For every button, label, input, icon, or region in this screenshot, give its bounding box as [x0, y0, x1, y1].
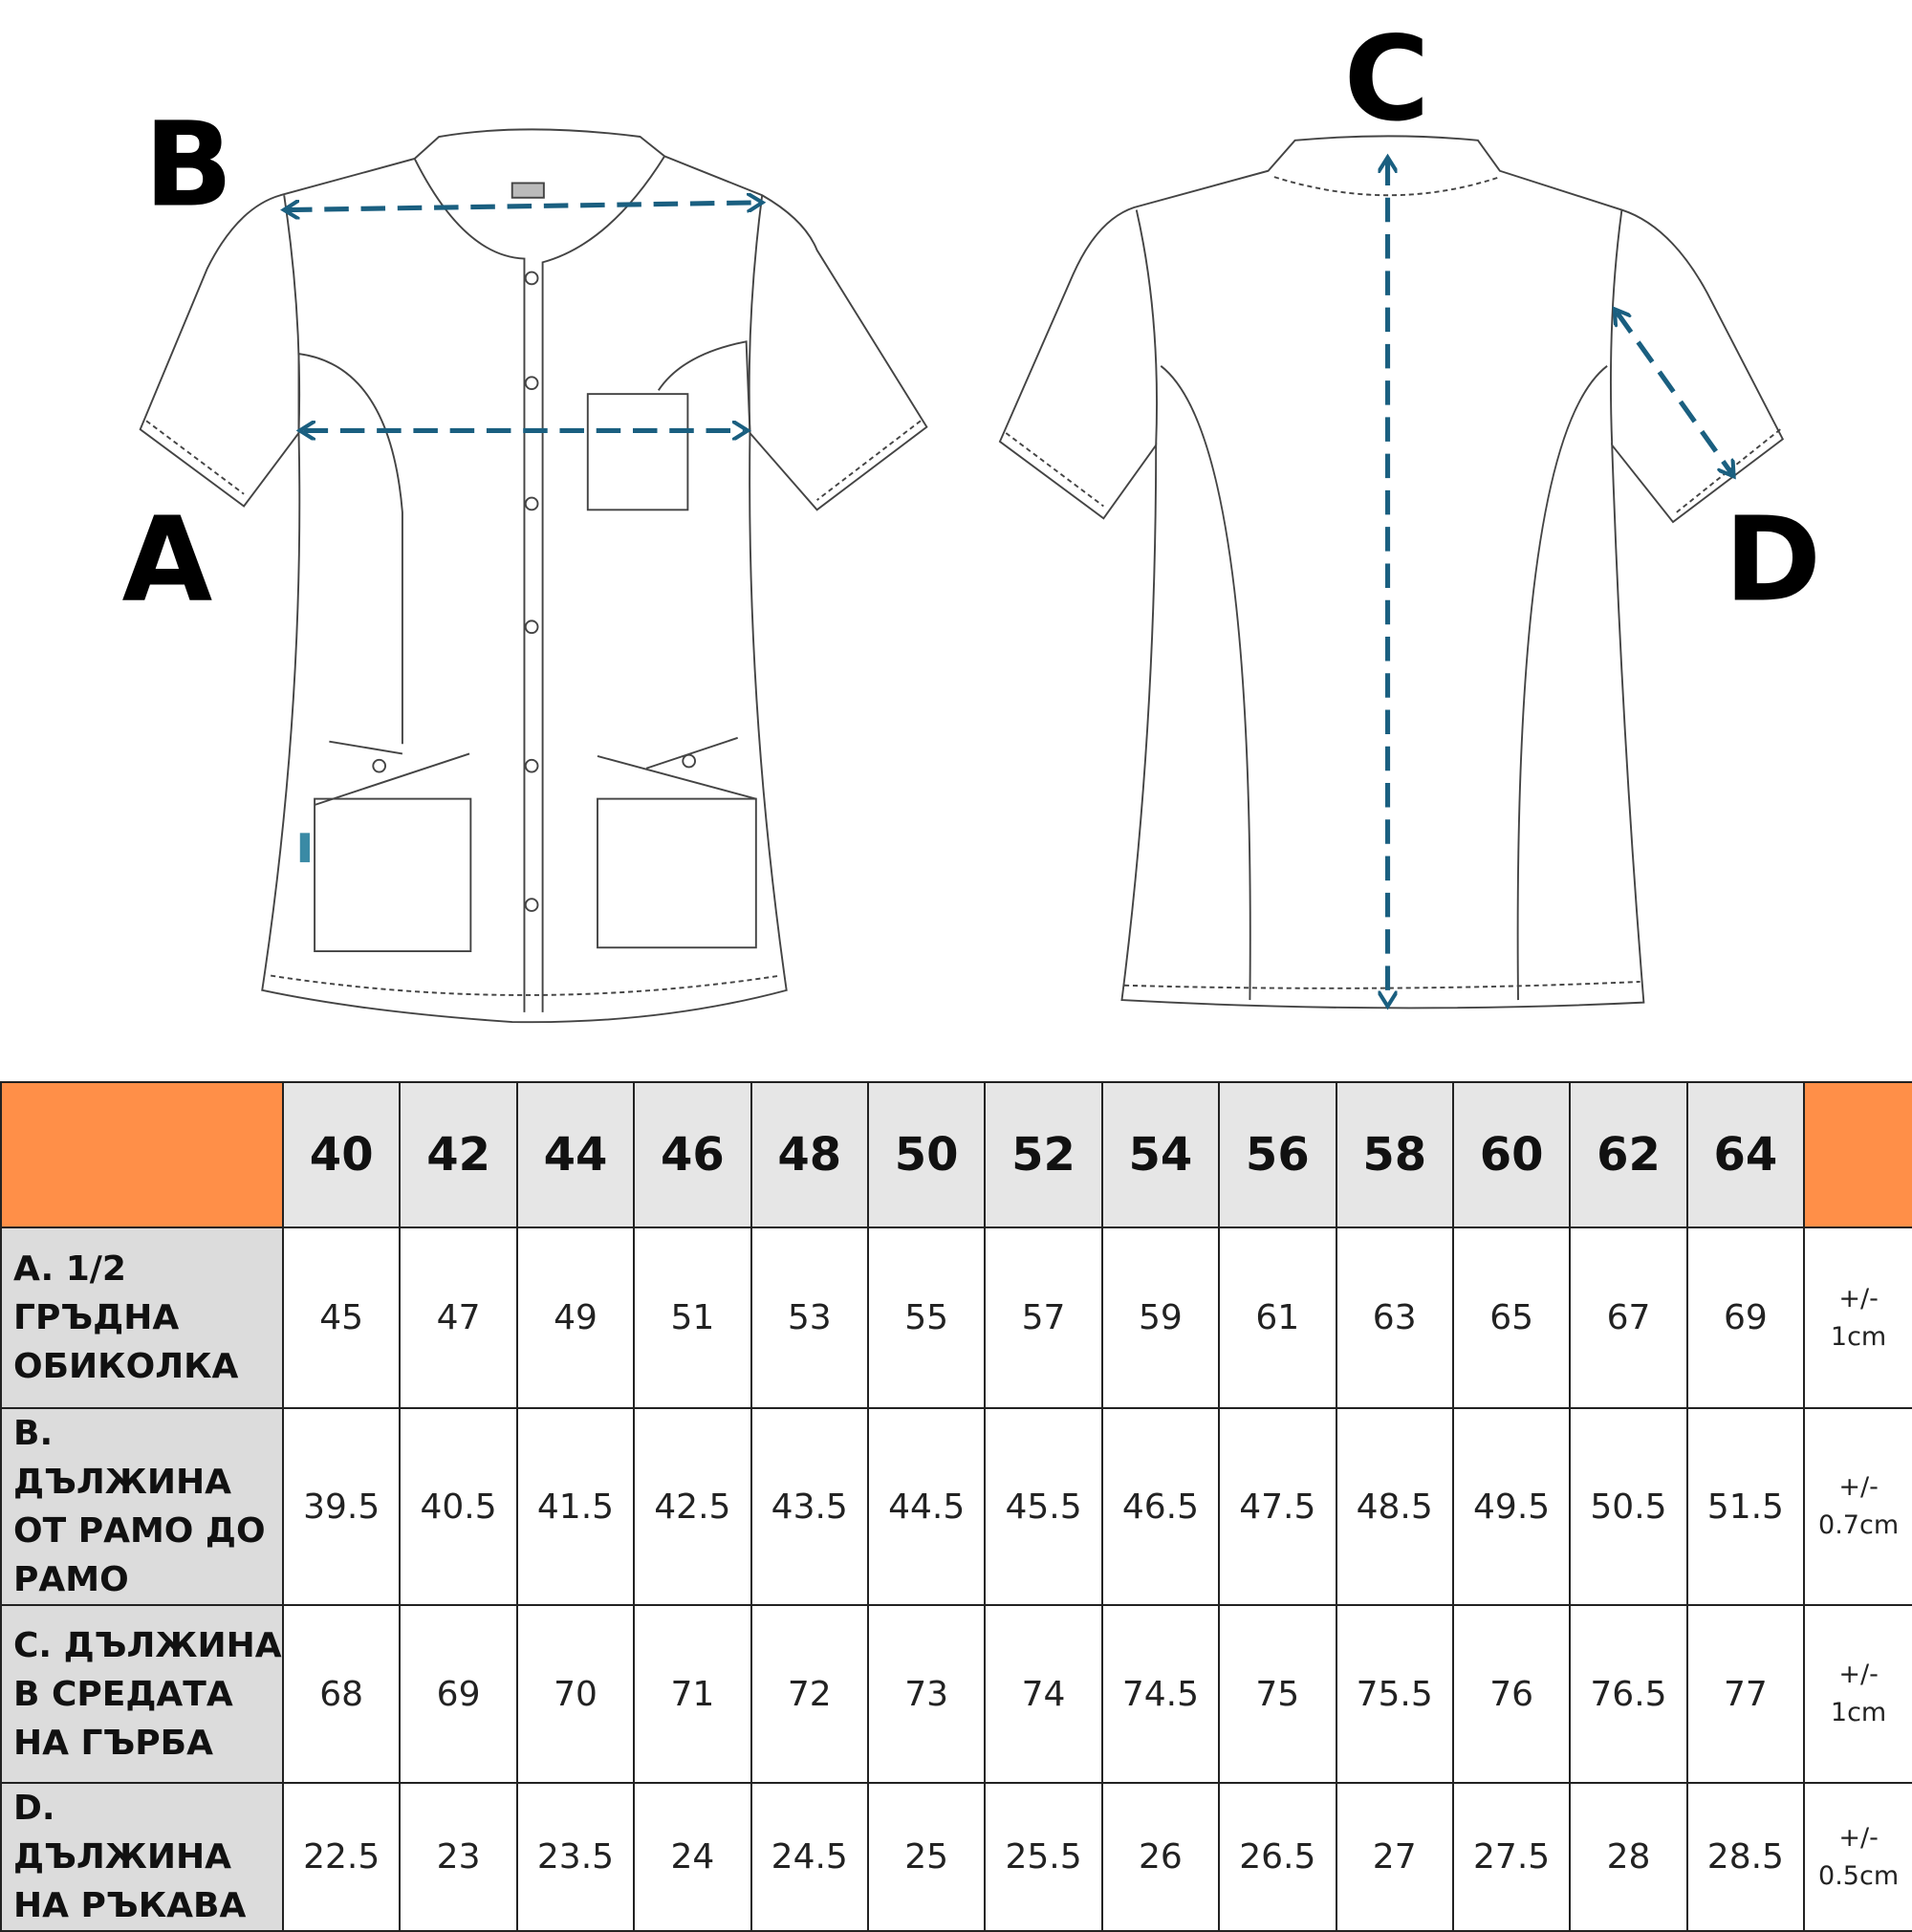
garment-diagram: B A C D [122, 11, 1822, 1024]
measurement-value: 67 [1569, 1226, 1688, 1409]
header-tolerance-cell [1803, 1081, 1912, 1228]
tolerance-amount: 1cm [1830, 1698, 1887, 1727]
tolerance-sign: +/- [1838, 1660, 1879, 1689]
measurement-value: 40.5 [399, 1407, 518, 1606]
tolerance-cell: +/- 1cm [1803, 1226, 1912, 1409]
measurement-value: 44.5 [866, 1407, 987, 1606]
measurement-value: 69 [1685, 1226, 1806, 1409]
measurement-value: 23 [399, 1782, 518, 1932]
size-header-cell: 58 [1335, 1081, 1454, 1228]
measurement-value: 45 [281, 1226, 402, 1409]
measurement-value: 45.5 [984, 1407, 1103, 1606]
measurement-value: 24.5 [750, 1782, 869, 1932]
front-tunic-drawing [139, 128, 928, 1024]
tolerance-sign: +/- [1838, 1472, 1879, 1502]
measurement-value: 25 [866, 1782, 987, 1932]
measurement-value: 74.5 [1100, 1604, 1221, 1784]
back-tunic-drawing [998, 135, 1785, 1009]
measurement-value: 48.5 [1335, 1407, 1454, 1606]
measurement-value: 74 [984, 1604, 1103, 1784]
measurement-value: 75.5 [1335, 1604, 1454, 1784]
label-b: B [144, 96, 233, 232]
measurement-value: 51.5 [1685, 1407, 1806, 1606]
measurement-value: 57 [984, 1226, 1103, 1409]
measurement-value: 25.5 [984, 1782, 1103, 1932]
tolerance-sign: +/- [1838, 1822, 1879, 1853]
measurement-value: 49 [515, 1226, 636, 1409]
size-header-cell: 56 [1218, 1081, 1337, 1228]
measurement-value: 43.5 [750, 1407, 869, 1606]
measurement-value: 71 [633, 1604, 752, 1784]
size-header-cell: 46 [633, 1081, 752, 1228]
measurement-value: 69 [399, 1604, 518, 1784]
measurement-value: 68 [281, 1604, 402, 1784]
measurement-value: 47.5 [1218, 1407, 1337, 1606]
measurement-label: D. ДЪЛЖИНА НА РЪКАВА [0, 1782, 284, 1932]
size-header-cell: 48 [750, 1081, 869, 1228]
label-c: C [1344, 11, 1430, 147]
header-corner-cell [0, 1081, 284, 1228]
tolerance-cell: +/- 0.5cm [1803, 1782, 1912, 1932]
measurement-value: 76.5 [1569, 1604, 1688, 1784]
label-d: D [1725, 491, 1822, 628]
measurement-value: 63 [1335, 1226, 1454, 1409]
size-header-cell: 52 [984, 1081, 1103, 1228]
size-header-cell: 40 [281, 1081, 402, 1228]
measurement-value: 55 [866, 1226, 987, 1409]
measurement-label: A. 1/2 ГРЪДНА ОБИКОЛКА [0, 1226, 284, 1409]
measurement-value: 47 [399, 1226, 518, 1409]
size-header-cell: 62 [1569, 1081, 1688, 1228]
measurement-value: 65 [1451, 1226, 1572, 1409]
measurement-label: B. ДЪЛЖИНА ОТ РАМО ДО РАМО [0, 1407, 284, 1606]
measurement-value: 61 [1218, 1226, 1337, 1409]
tolerance-sign: +/- [1838, 1283, 1879, 1313]
measurement-value: 72 [750, 1604, 869, 1784]
measurement-value: 28.5 [1685, 1782, 1806, 1932]
measurement-value: 24 [633, 1782, 752, 1932]
measurement-value: 39.5 [281, 1407, 402, 1606]
measurement-label: C. ДЪЛЖИНА В СРЕДАТА НА ГЪРБА [0, 1604, 284, 1784]
measurement-value: 26 [1100, 1782, 1221, 1932]
measurement-value: 49.5 [1451, 1407, 1572, 1606]
measurement-value: 75 [1218, 1604, 1337, 1784]
measurement-value: 50.5 [1569, 1407, 1688, 1606]
measurement-value: 41.5 [515, 1407, 636, 1606]
measurement-arrows [288, 162, 1731, 1003]
measurement-value: 27 [1335, 1782, 1454, 1932]
size-header-cell: 54 [1100, 1081, 1221, 1228]
size-header-cell: 44 [515, 1081, 636, 1228]
measurement-value: 77 [1685, 1604, 1806, 1784]
measurement-value: 46.5 [1100, 1407, 1221, 1606]
tolerance-cell: +/- 1cm [1803, 1604, 1912, 1784]
measurement-value: 70 [515, 1604, 636, 1784]
size-header-cell: 42 [399, 1081, 518, 1228]
size-header-cell: 60 [1451, 1081, 1572, 1228]
measurement-value: 42.5 [633, 1407, 752, 1606]
arrow-d-sleeve [1617, 313, 1731, 473]
tolerance-amount: 1cm [1830, 1321, 1887, 1352]
measurement-value: 76 [1451, 1604, 1572, 1784]
tolerance-cell: +/- 0.7cm [1803, 1407, 1912, 1606]
measurement-value: 73 [866, 1604, 987, 1784]
label-a: A [122, 491, 213, 628]
arrow-b-shoulder [288, 203, 758, 210]
measurement-value: 22.5 [281, 1782, 402, 1932]
measurement-value: 27.5 [1451, 1782, 1572, 1932]
tolerance-amount: 0.7cm [1818, 1510, 1900, 1540]
tolerance-amount: 0.5cm [1818, 1860, 1900, 1891]
size-header-cell: 50 [866, 1081, 987, 1228]
measurement-value: 59 [1100, 1226, 1221, 1409]
measurement-value: 28 [1569, 1782, 1688, 1932]
measurement-value: 26.5 [1218, 1782, 1337, 1932]
measurement-value: 23.5 [515, 1782, 636, 1932]
measurement-value: 51 [633, 1226, 752, 1409]
measurement-value: 53 [750, 1226, 869, 1409]
size-header-cell: 64 [1685, 1081, 1806, 1228]
